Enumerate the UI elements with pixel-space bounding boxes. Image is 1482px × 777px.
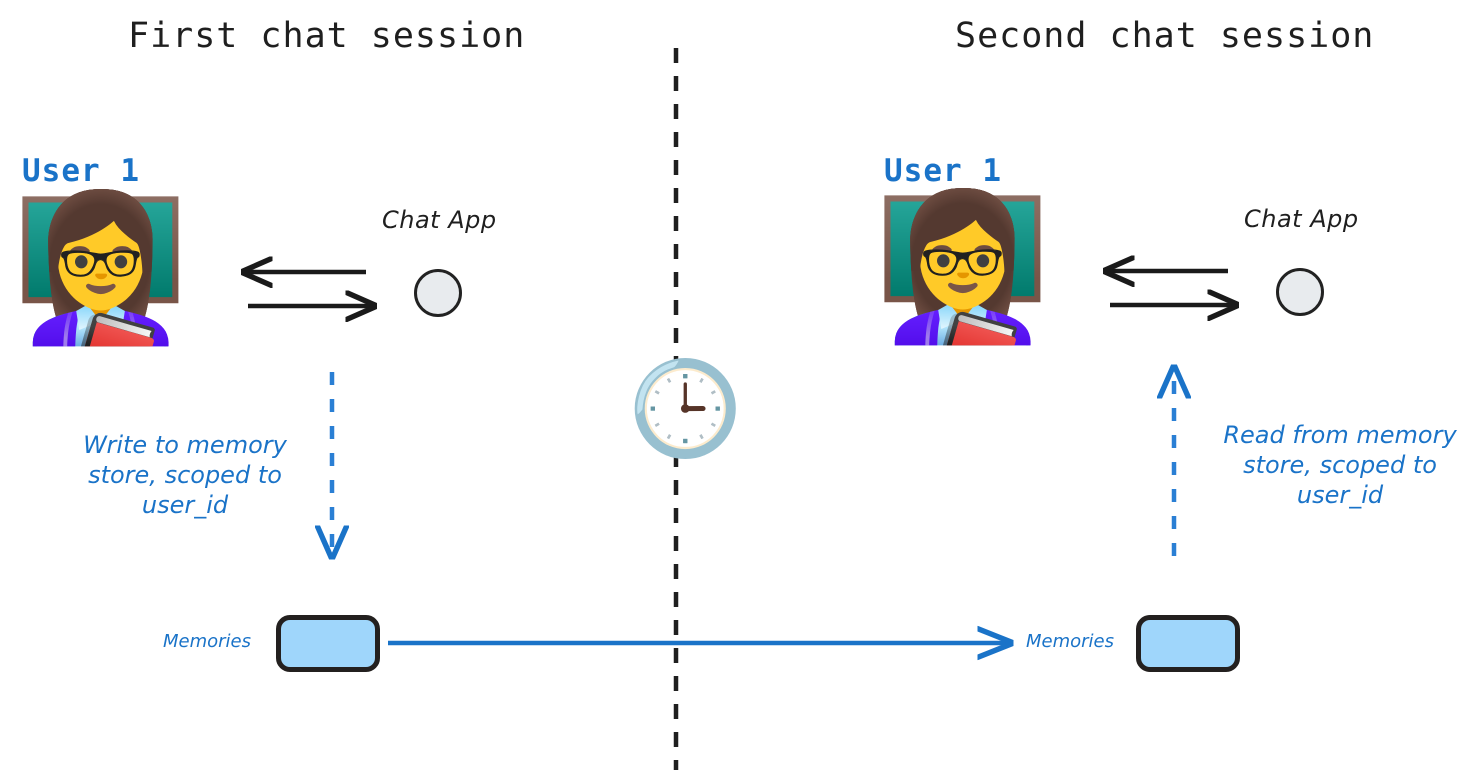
left-user-label: User 1: [22, 153, 140, 189]
right-exchange-arrows: [1106, 271, 1236, 305]
right-flow-note: Read from memory store, scoped to user_i…: [1223, 421, 1457, 509]
right-memories-label: Memories: [1026, 631, 1115, 652]
left-memory-store-box[interactable]: [276, 615, 380, 672]
clock-icon: 🕒: [628, 355, 743, 462]
left-flow-note: Write to memory store, scoped to user_id: [83, 431, 287, 519]
right-chat-app-icon[interactable]: [1276, 268, 1324, 316]
right-memory-store-box[interactable]: [1136, 615, 1240, 672]
right-session-title: Second chat session: [955, 16, 1375, 56]
right-user-label: User 1: [884, 153, 1002, 189]
right-user-avatar: 👩‍🏫: [874, 185, 1051, 350]
left-user-avatar: 👩‍🏫: [12, 186, 189, 351]
left-exchange-arrows: [244, 272, 374, 306]
left-session-title: First chat session: [128, 16, 526, 56]
left-memories-label: Memories: [163, 631, 252, 652]
left-chat-app-label: Chat App: [382, 206, 497, 234]
left-chat-app-icon[interactable]: [414, 269, 462, 317]
right-chat-app-label: Chat App: [1244, 205, 1359, 233]
